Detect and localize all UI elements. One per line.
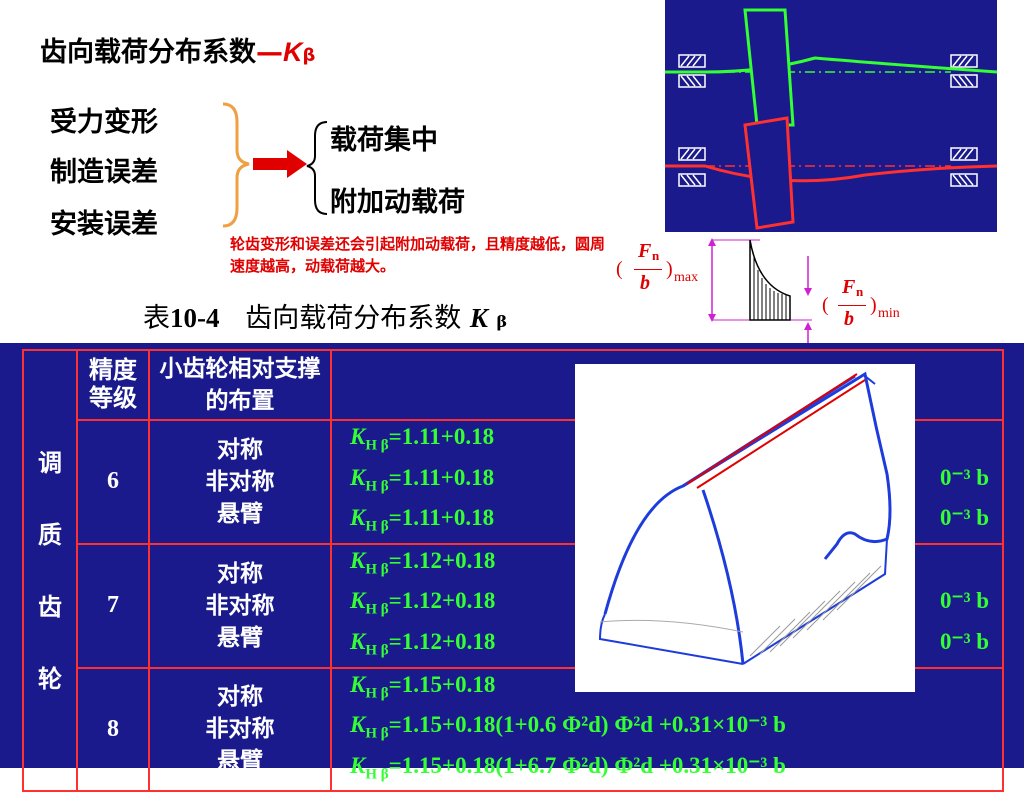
table-caption: 表10-4 齿向载荷分布系数 K β [143, 303, 508, 334]
gear-tooth-drawing [598, 371, 892, 665]
grade-cell: 6 [76, 419, 150, 545]
cause-manufacturing: 制造误差 [50, 157, 158, 188]
gear-tooth-figure [575, 364, 915, 692]
cause-installation: 安装误差 [50, 209, 158, 240]
load-distribution-graphic [708, 238, 812, 346]
shaft-deflection-diagram [665, 0, 997, 232]
right-arrow-icon [253, 150, 307, 178]
effect-dynamic-load: 附加动载荷 [330, 187, 465, 218]
grade-cell: 7 [76, 542, 150, 669]
note-text: 轮齿变形和误差还会引起附加动载荷，且精度越低，圆周速度越高，动载荷越大。 [230, 235, 606, 275]
layout-cell: 对称非对称悬臂 [148, 666, 332, 792]
fraction-max: ( F n b ) max [616, 240, 699, 294]
cause-deformation: 受力变形 [50, 107, 158, 138]
grade-cell: 8 [76, 666, 150, 792]
layout-cell: 对称非对称悬臂 [148, 542, 332, 669]
header-layout: 小齿轮相对支撑的布置 [148, 349, 332, 421]
header-grade: 精度等级 [76, 349, 150, 421]
page-title: 齿向载荷分布系数—Kβ [40, 37, 316, 68]
brace-arrow-graphic [222, 102, 328, 228]
effect-load-concentration: 载荷集中 [330, 125, 438, 156]
layout-cell: 对称非对称悬臂 [148, 419, 332, 545]
row-group-label: 调质 齿轮 [22, 348, 78, 792]
fraction-min: ( F n b ) min [822, 276, 900, 330]
